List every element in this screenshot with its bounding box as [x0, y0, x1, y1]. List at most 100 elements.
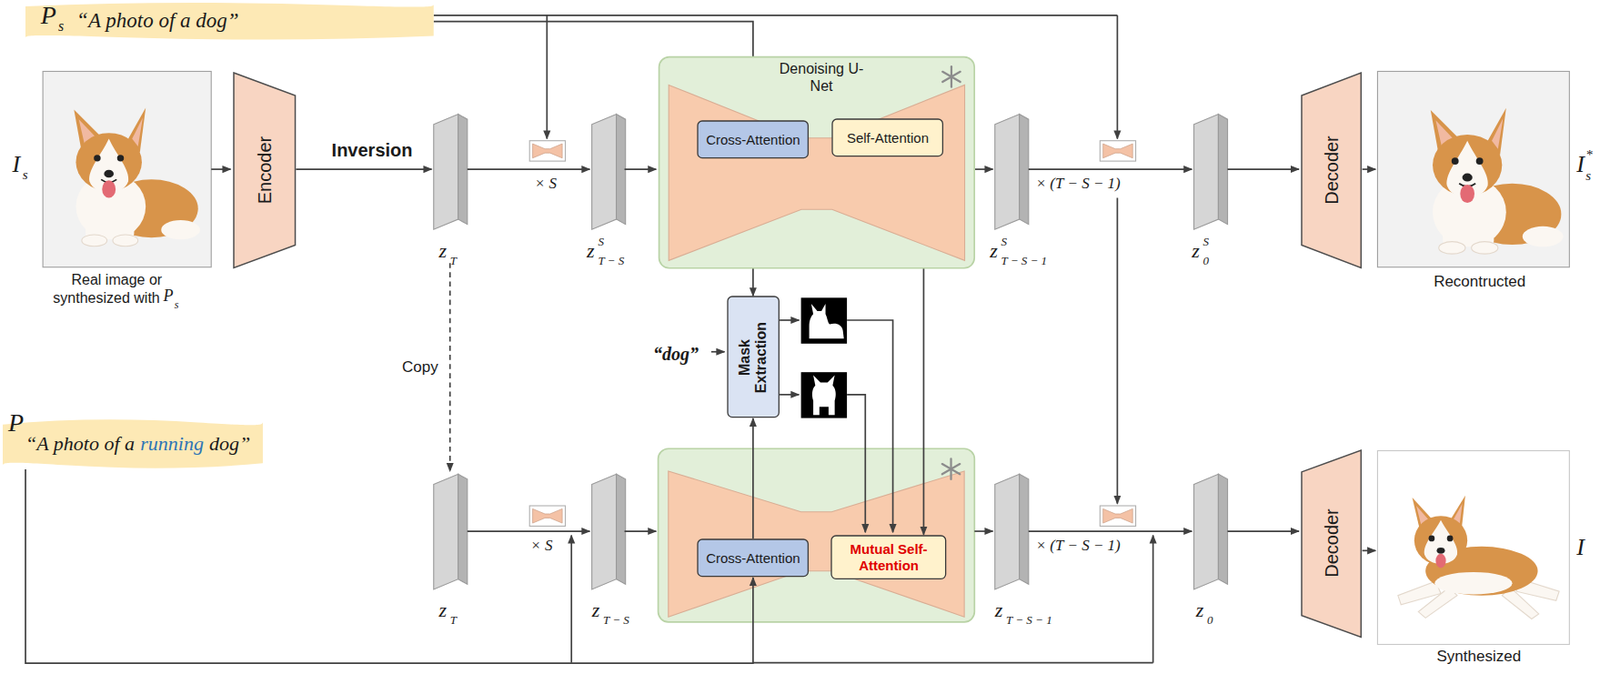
panel-title: Denoising U-Net	[770, 60, 873, 95]
flow-arrow	[711, 351, 725, 353]
keyword-label: “dog”	[653, 344, 699, 363]
unet-panel-outline	[942, 66, 961, 87]
flow-arrow	[1227, 530, 1300, 533]
math-symbol: z	[438, 600, 447, 621]
flow-connector	[25, 469, 754, 664]
math-superscript: S	[1000, 235, 1007, 248]
flow-arrow	[295, 168, 432, 171]
flow-arrow	[211, 168, 231, 171]
math-subscript: s	[58, 19, 64, 34]
unet-panel: Cross-Attention Self-Attention Denoising U…	[658, 56, 976, 269]
flow-arrow	[211, 15, 1376, 664]
math-subscript: s	[1585, 169, 1591, 183]
mask-image	[809, 303, 845, 339]
input-image	[73, 107, 201, 246]
math-subscript: s	[174, 299, 180, 311]
attention-box: Self-Attention	[831, 118, 944, 158]
math-subscript: T − S − 1	[1006, 613, 1053, 626]
math-symbol: z	[1196, 600, 1205, 621]
math-symbol: I	[1576, 152, 1585, 177]
prompt-text: dog”	[209, 432, 251, 455]
math-superscript: S	[1203, 235, 1210, 248]
math-symbol: z	[1191, 241, 1200, 262]
repeat-count: × S	[534, 175, 557, 192]
prompt-banner: “A photo of a dog”	[25, 1, 434, 41]
latent-block	[433, 114, 468, 231]
image-caption: Recontructed	[1433, 273, 1526, 290]
flow-arrow	[974, 168, 993, 171]
image-caption: Real image or	[71, 272, 163, 288]
attention-box-outline	[697, 539, 808, 577]
flow-arrow	[624, 168, 657, 171]
flow-arrow	[467, 168, 591, 171]
flow-arrow	[570, 535, 573, 664]
attention-box-outline	[832, 119, 943, 157]
math-symbol: I	[11, 152, 21, 177]
math-symbol: z	[438, 241, 447, 262]
mask-image	[812, 375, 836, 416]
flow-arrow	[974, 530, 993, 533]
latent-block	[592, 114, 626, 231]
math-symbol: P	[162, 287, 173, 304]
flow-arrow	[779, 393, 799, 396]
math-symbol: P	[8, 410, 24, 436]
flow-arrow	[467, 530, 591, 533]
flow-arrow	[624, 530, 657, 533]
box-label: Decoder	[1320, 454, 1342, 634]
unet-icon	[1099, 505, 1136, 526]
math-symbol: z	[592, 600, 601, 621]
latent-block	[592, 473, 626, 590]
flow-arrow	[449, 262, 452, 472]
box-label: Cross-Attention	[705, 131, 800, 148]
box-label: Mask Extraction	[735, 301, 770, 413]
box-label: Cross-Attention	[705, 550, 800, 566]
repeat-count: × S	[530, 537, 553, 554]
math-superscript: S	[597, 235, 604, 248]
math-symbol: P	[40, 2, 57, 29]
encoder-block: Encoder	[232, 71, 297, 270]
mask-extraction-box: Mask Extraction	[726, 295, 780, 419]
prompt-banner-outline	[2, 419, 263, 468]
input-image	[42, 70, 212, 267]
synthesized-image	[1398, 495, 1560, 620]
latent-block	[433, 473, 468, 590]
decoder-block-outline	[1301, 72, 1361, 269]
reconstructed-image	[1377, 70, 1570, 267]
flow-arrow	[1152, 535, 1155, 664]
flow-arrow	[1028, 530, 1192, 533]
flow-connector	[752, 418, 755, 539]
math-subscript: T − S	[597, 254, 624, 267]
box-label: Mutual Self-Attention	[834, 541, 944, 574]
flow-arrow	[1362, 550, 1377, 553]
unet-panel	[658, 448, 976, 623]
step-label: Inversion	[332, 140, 413, 160]
prompt-banner-outline	[25, 2, 434, 41]
image-caption: synthesized with	[52, 291, 160, 306]
flow-arrow	[846, 320, 893, 533]
math-symbol: I	[1576, 535, 1585, 560]
synthesized-image	[1377, 450, 1570, 645]
flow-arrow	[753, 662, 1154, 665]
math-symbol: z	[586, 241, 595, 262]
synthesized-image	[1377, 450, 1570, 645]
repeat-count: × (T − S − 1)	[1036, 175, 1121, 192]
mask-image	[801, 297, 847, 343]
math-subscript: T − S − 1	[1000, 254, 1047, 267]
flow-arrow	[1116, 197, 1119, 504]
math-subscript: T − S	[603, 613, 630, 626]
decoder-block-outline	[1301, 450, 1361, 638]
decoder-block: Decoder	[1300, 71, 1362, 270]
mutual-attention-box-outline	[831, 535, 946, 579]
latent-block	[995, 473, 1029, 590]
step-label: Copy	[402, 359, 439, 375]
prompt-banner: “A photo of arunningdog”	[2, 418, 263, 470]
math-subscript: T	[450, 254, 457, 267]
decoder-block: Decoder	[1300, 449, 1362, 639]
math-subscript: 0	[1207, 613, 1214, 626]
repeat-count: × (T − S − 1)	[1036, 537, 1121, 554]
math-subscript: s	[22, 168, 29, 182]
unet-icon	[529, 140, 565, 162]
unet-panel	[668, 471, 965, 617]
